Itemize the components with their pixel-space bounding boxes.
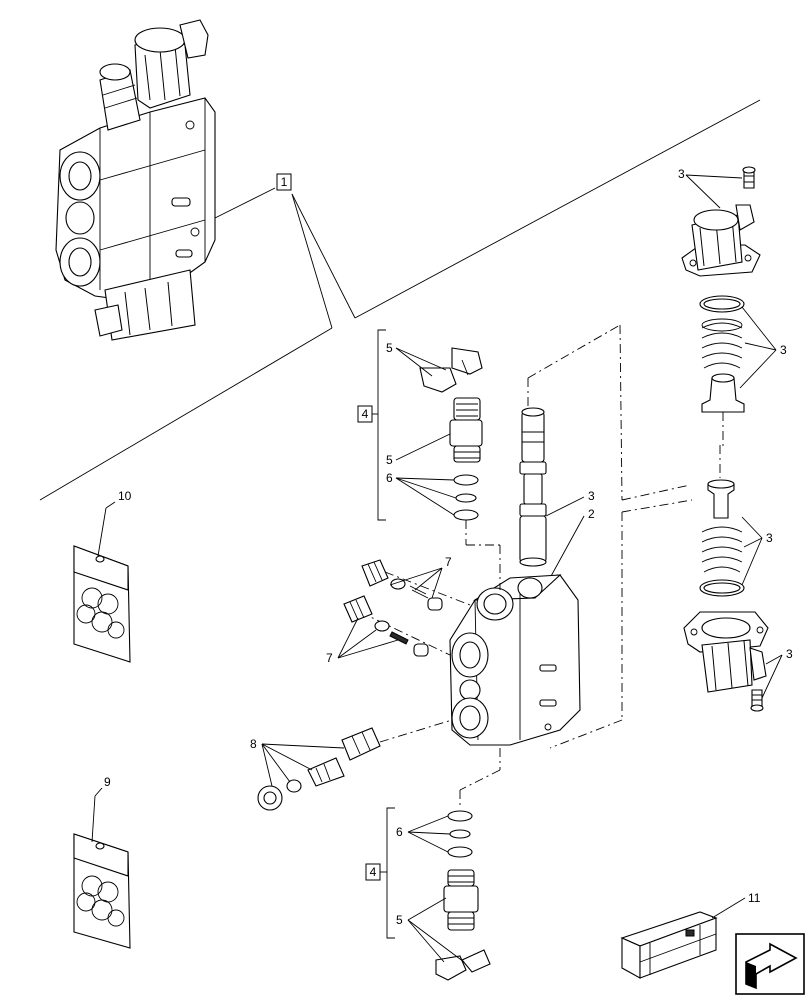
svg-text:3: 3 [678, 167, 685, 181]
svg-text:2: 2 [588, 507, 595, 521]
next-page-arrow-icon[interactable] [735, 933, 805, 995]
svg-text:4: 4 [370, 865, 377, 879]
svg-text:3: 3 [780, 343, 787, 357]
shipping-crate-icon: 11 [620, 891, 761, 979]
seal-kit-bag-10: 10 [73, 489, 132, 663]
svg-text:8: 8 [250, 737, 257, 751]
actuator-cap-lower: 3 3 [683, 445, 793, 712]
svg-text:3: 3 [588, 489, 595, 503]
svg-text:5: 5 [386, 341, 393, 355]
svg-text:3: 3 [766, 531, 773, 545]
check-valves: 7 7 [326, 555, 471, 665]
seal-kit-bag-9: 9 [73, 775, 131, 949]
svg-text:10: 10 [118, 489, 132, 503]
svg-text:6: 6 [386, 471, 393, 485]
svg-text:7: 7 [326, 651, 333, 665]
relief-valve-lower: 4 6 5 [365, 748, 501, 981]
svg-text:11: 11 [748, 891, 761, 905]
svg-text:4: 4 [362, 407, 369, 421]
relief-valve-8: 8 [250, 719, 453, 811]
svg-text:5: 5 [396, 913, 403, 927]
callout-1: 1 [39, 99, 761, 501]
svg-text:7: 7 [445, 555, 452, 569]
relief-valve-upper: 4 5 5 6 [357, 329, 500, 546]
svg-text:9: 9 [104, 775, 111, 789]
actuator-cap-upper: 3 3 [678, 166, 787, 450]
svg-text:1: 1 [281, 175, 288, 189]
spool: 3 2 [519, 324, 623, 579]
svg-text:6: 6 [396, 825, 403, 839]
control-valve-assembly [55, 19, 216, 341]
svg-text:5: 5 [386, 453, 393, 467]
valve-section-body [449, 484, 693, 749]
svg-text:3: 3 [786, 647, 793, 661]
